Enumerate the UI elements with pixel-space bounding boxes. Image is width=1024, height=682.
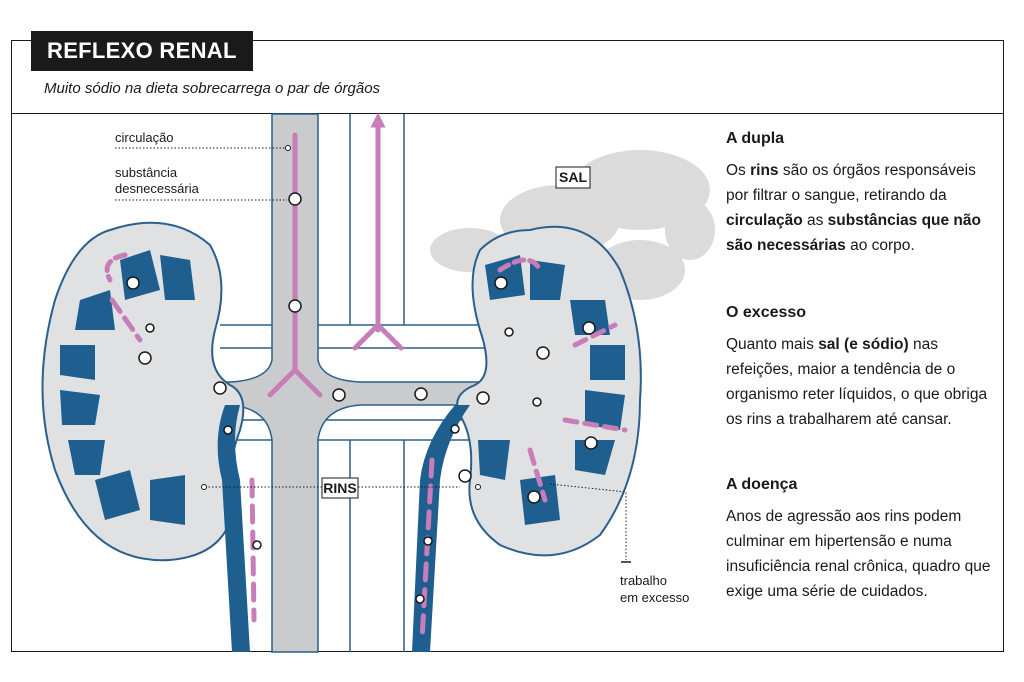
- particles: [126, 192, 598, 604]
- salt-label-box: [555, 166, 591, 189]
- bold-text: sal: [818, 336, 840, 353]
- bold-text: circulação: [726, 212, 803, 229]
- section-excesso: O excesso Quanto mais sal (e sódio) nas …: [726, 304, 998, 432]
- page-subtitle: Muito sódio na dieta sobrecarrega o par …: [44, 80, 381, 97]
- body-text: Os: [726, 162, 751, 179]
- flow-arrows: [104, 112, 628, 643]
- label-salt: SAL: [559, 169, 587, 185]
- left-kidney: [41, 221, 250, 652]
- header-divider: [11, 113, 1004, 114]
- infographic-frame: [11, 40, 1004, 652]
- label-kidneys: RINS: [323, 480, 356, 496]
- body-text: nas refeições, maior a tendência de o or…: [726, 336, 988, 428]
- section-body: Os rins são os órgãos responsáveis por f…: [726, 158, 998, 258]
- kidney-marker-right: [475, 484, 481, 490]
- bold-text: (e sódio): [839, 336, 909, 353]
- body-text: ao corpo.: [845, 237, 915, 254]
- kidneys-label-box: [321, 477, 359, 499]
- label-substance-2: desnecessária: [115, 181, 200, 196]
- section-heading: O excesso: [726, 304, 807, 321]
- section-body: Anos de agressão aos rins podem culminar…: [726, 504, 998, 604]
- page-title: REFLEXO RENAL: [47, 38, 237, 63]
- title-box: REFLEXO RENAL: [31, 31, 253, 71]
- right-kidney: [412, 225, 642, 652]
- bold-text: rins: [750, 162, 779, 179]
- circulation-marker: [285, 145, 291, 151]
- section-heading: A doença: [726, 476, 798, 493]
- label-substance-1: substância: [115, 165, 178, 180]
- kidney-marker-left: [201, 484, 207, 490]
- section-heading: A dupla: [726, 130, 785, 147]
- central-vessel: [139, 113, 521, 653]
- section-body: Quanto mais sal (e sódio) nas refeições,…: [726, 332, 998, 432]
- body-text: as: [802, 212, 828, 229]
- body-text: são os órgãos responsáveis por filtrar o…: [726, 162, 976, 204]
- label-overwork-2: em excesso: [620, 590, 689, 605]
- body-text: Quanto mais: [726, 336, 819, 353]
- body-text: Anos de agressão aos rins podem culminar…: [726, 508, 991, 600]
- section-dupla: A dupla Os rins são os órgãos responsáve…: [726, 130, 998, 258]
- bold-text: substâncias que não são necessárias: [726, 212, 981, 254]
- label-overwork-1: trabalho: [620, 573, 667, 588]
- section-doenca: A doença Anos de agressão aos rins podem…: [726, 476, 998, 604]
- label-circulation: circulação: [115, 130, 174, 145]
- leader-lines: [115, 147, 627, 560]
